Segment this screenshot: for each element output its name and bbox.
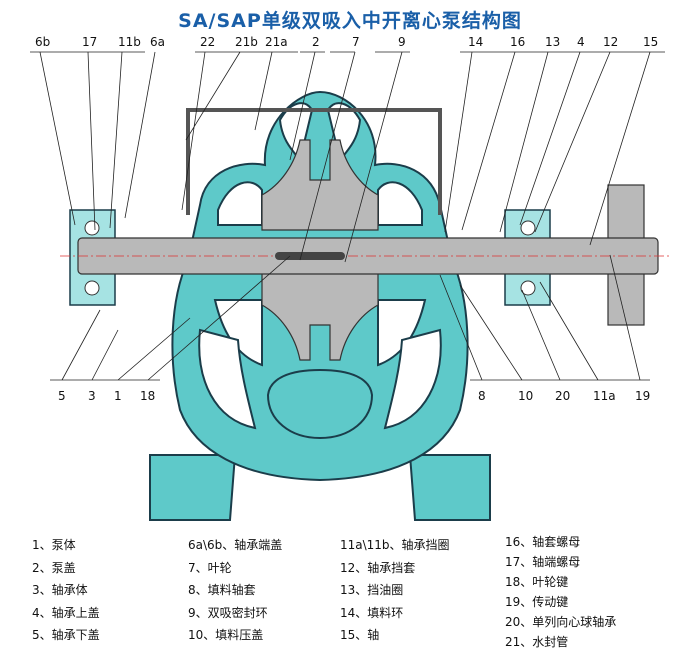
legend-column-3: 11a\11b、轴承挡圈 12、轴承挡套 13、挡油圈 14、填料环 15、轴 — [340, 536, 450, 649]
volute-cavity-right — [383, 328, 442, 430]
callout-3: 3 — [88, 389, 96, 403]
callout-14: 14 — [468, 35, 483, 49]
legend-item: 7、叶轮 — [188, 560, 232, 575]
impeller-key — [275, 252, 345, 260]
pump-section-drawing: 6b 17 11b 6a 22 21b 21a 2 7 9 14 16 13 4… — [30, 35, 670, 521]
callout-5: 5 — [58, 389, 66, 403]
parts-legend: 1、泵体 2、泵盖 3、轴承体 4、轴承上盖 5、轴承下盖 6a\6b、轴承端盖… — [0, 535, 700, 652]
callout-18: 18 — [140, 389, 155, 403]
legend-item: 11a\11b、轴承挡圈 — [340, 538, 450, 552]
legend-column-2: 6a\6b、轴承端盖 7、叶轮 8、填料轴套 9、双吸密封环 10、填料压盖 — [188, 536, 282, 649]
callout-9: 9 — [398, 35, 406, 49]
legend-item: 14、填料环 — [340, 605, 404, 620]
legend-item: 9、双吸密封环 — [188, 605, 268, 620]
impeller-lower — [261, 267, 379, 361]
callout-7: 7 — [352, 35, 360, 49]
legend-item: 3、轴承体 — [32, 583, 88, 598]
legend-item: 16、轴套螺母 — [505, 535, 581, 549]
callout-13: 13 — [545, 35, 560, 49]
callout-8: 8 — [478, 389, 486, 403]
legend-item: 17、轴端螺母 — [505, 555, 581, 569]
callout-20: 20 — [555, 389, 570, 403]
callout-10: 10 — [518, 389, 533, 403]
callout-21b: 21b — [235, 35, 258, 49]
legend-item: 19、传动键 — [505, 595, 569, 609]
bottom-callouts: 5 3 1 18 8 10 20 11a 19 — [58, 389, 650, 403]
legend-item: 1、泵体 — [32, 538, 76, 552]
legend-item: 5、轴承下盖 — [32, 628, 100, 643]
callout-6b: 6b — [35, 35, 50, 49]
legend-item: 4、轴承上盖 — [32, 605, 100, 620]
callout-21a: 21a — [265, 35, 288, 49]
callout-2: 2 — [312, 35, 320, 49]
page-title: SA/SAP单级双吸入中开离心泵结构图 — [178, 10, 522, 32]
pump-base-left-foot — [149, 454, 237, 521]
callout-1: 1 — [114, 389, 122, 403]
pump-base-right-foot — [408, 454, 491, 521]
suction-chamber — [266, 368, 374, 440]
legend-item: 18、叶轮键 — [505, 575, 569, 589]
top-cavity-left — [278, 102, 314, 163]
legend-column-4: 16、轴套螺母 17、轴端螺母 18、叶轮键 19、传动键 20、单列向心球轴承… — [505, 532, 616, 652]
callout-11a: 11a — [593, 389, 616, 403]
callout-16: 16 — [510, 35, 525, 49]
left-bearing-top — [84, 220, 100, 236]
legend-item: 20、单列向心球轴承 — [505, 615, 617, 629]
top-callouts: 6b 17 11b 6a 22 21b 21a 2 7 9 14 16 13 4… — [35, 35, 658, 49]
callout-15: 15 — [643, 35, 658, 49]
legend-item: 12、轴承挡套 — [340, 560, 416, 575]
legend-item: 15、轴 — [340, 628, 380, 643]
left-bearing-bottom — [84, 280, 100, 296]
legend-item: 21、水封管 — [505, 635, 569, 649]
right-bearing-bottom — [520, 280, 536, 296]
legend-item: 8、填料轴套 — [188, 583, 256, 598]
callout-17: 17 — [82, 35, 97, 49]
upper-cavity-right — [377, 181, 423, 226]
volute-cavity-left — [198, 328, 257, 430]
water-seal-pipe — [186, 108, 442, 215]
top-cavity-right — [326, 102, 362, 163]
legend-item: 10、填料压盖 — [188, 628, 264, 643]
callout-22: 22 — [200, 35, 215, 49]
legend-column-1: 1、泵体 2、泵盖 3、轴承体 4、轴承上盖 5、轴承下盖 — [32, 536, 100, 649]
callout-6a: 6a — [150, 35, 165, 49]
right-bearing-top — [520, 220, 536, 236]
legend-item: 13、挡油圈 — [340, 583, 404, 598]
callout-19: 19 — [635, 389, 650, 403]
callout-11b: 11b — [118, 35, 141, 49]
callout-4: 4 — [577, 35, 585, 49]
legend-item: 6a\6b、轴承端盖 — [188, 538, 283, 552]
bottom-leader-lines — [50, 254, 650, 381]
legend-item: 2、泵盖 — [32, 560, 76, 575]
callout-12: 12 — [603, 35, 618, 49]
top-leader-lines — [30, 51, 665, 263]
